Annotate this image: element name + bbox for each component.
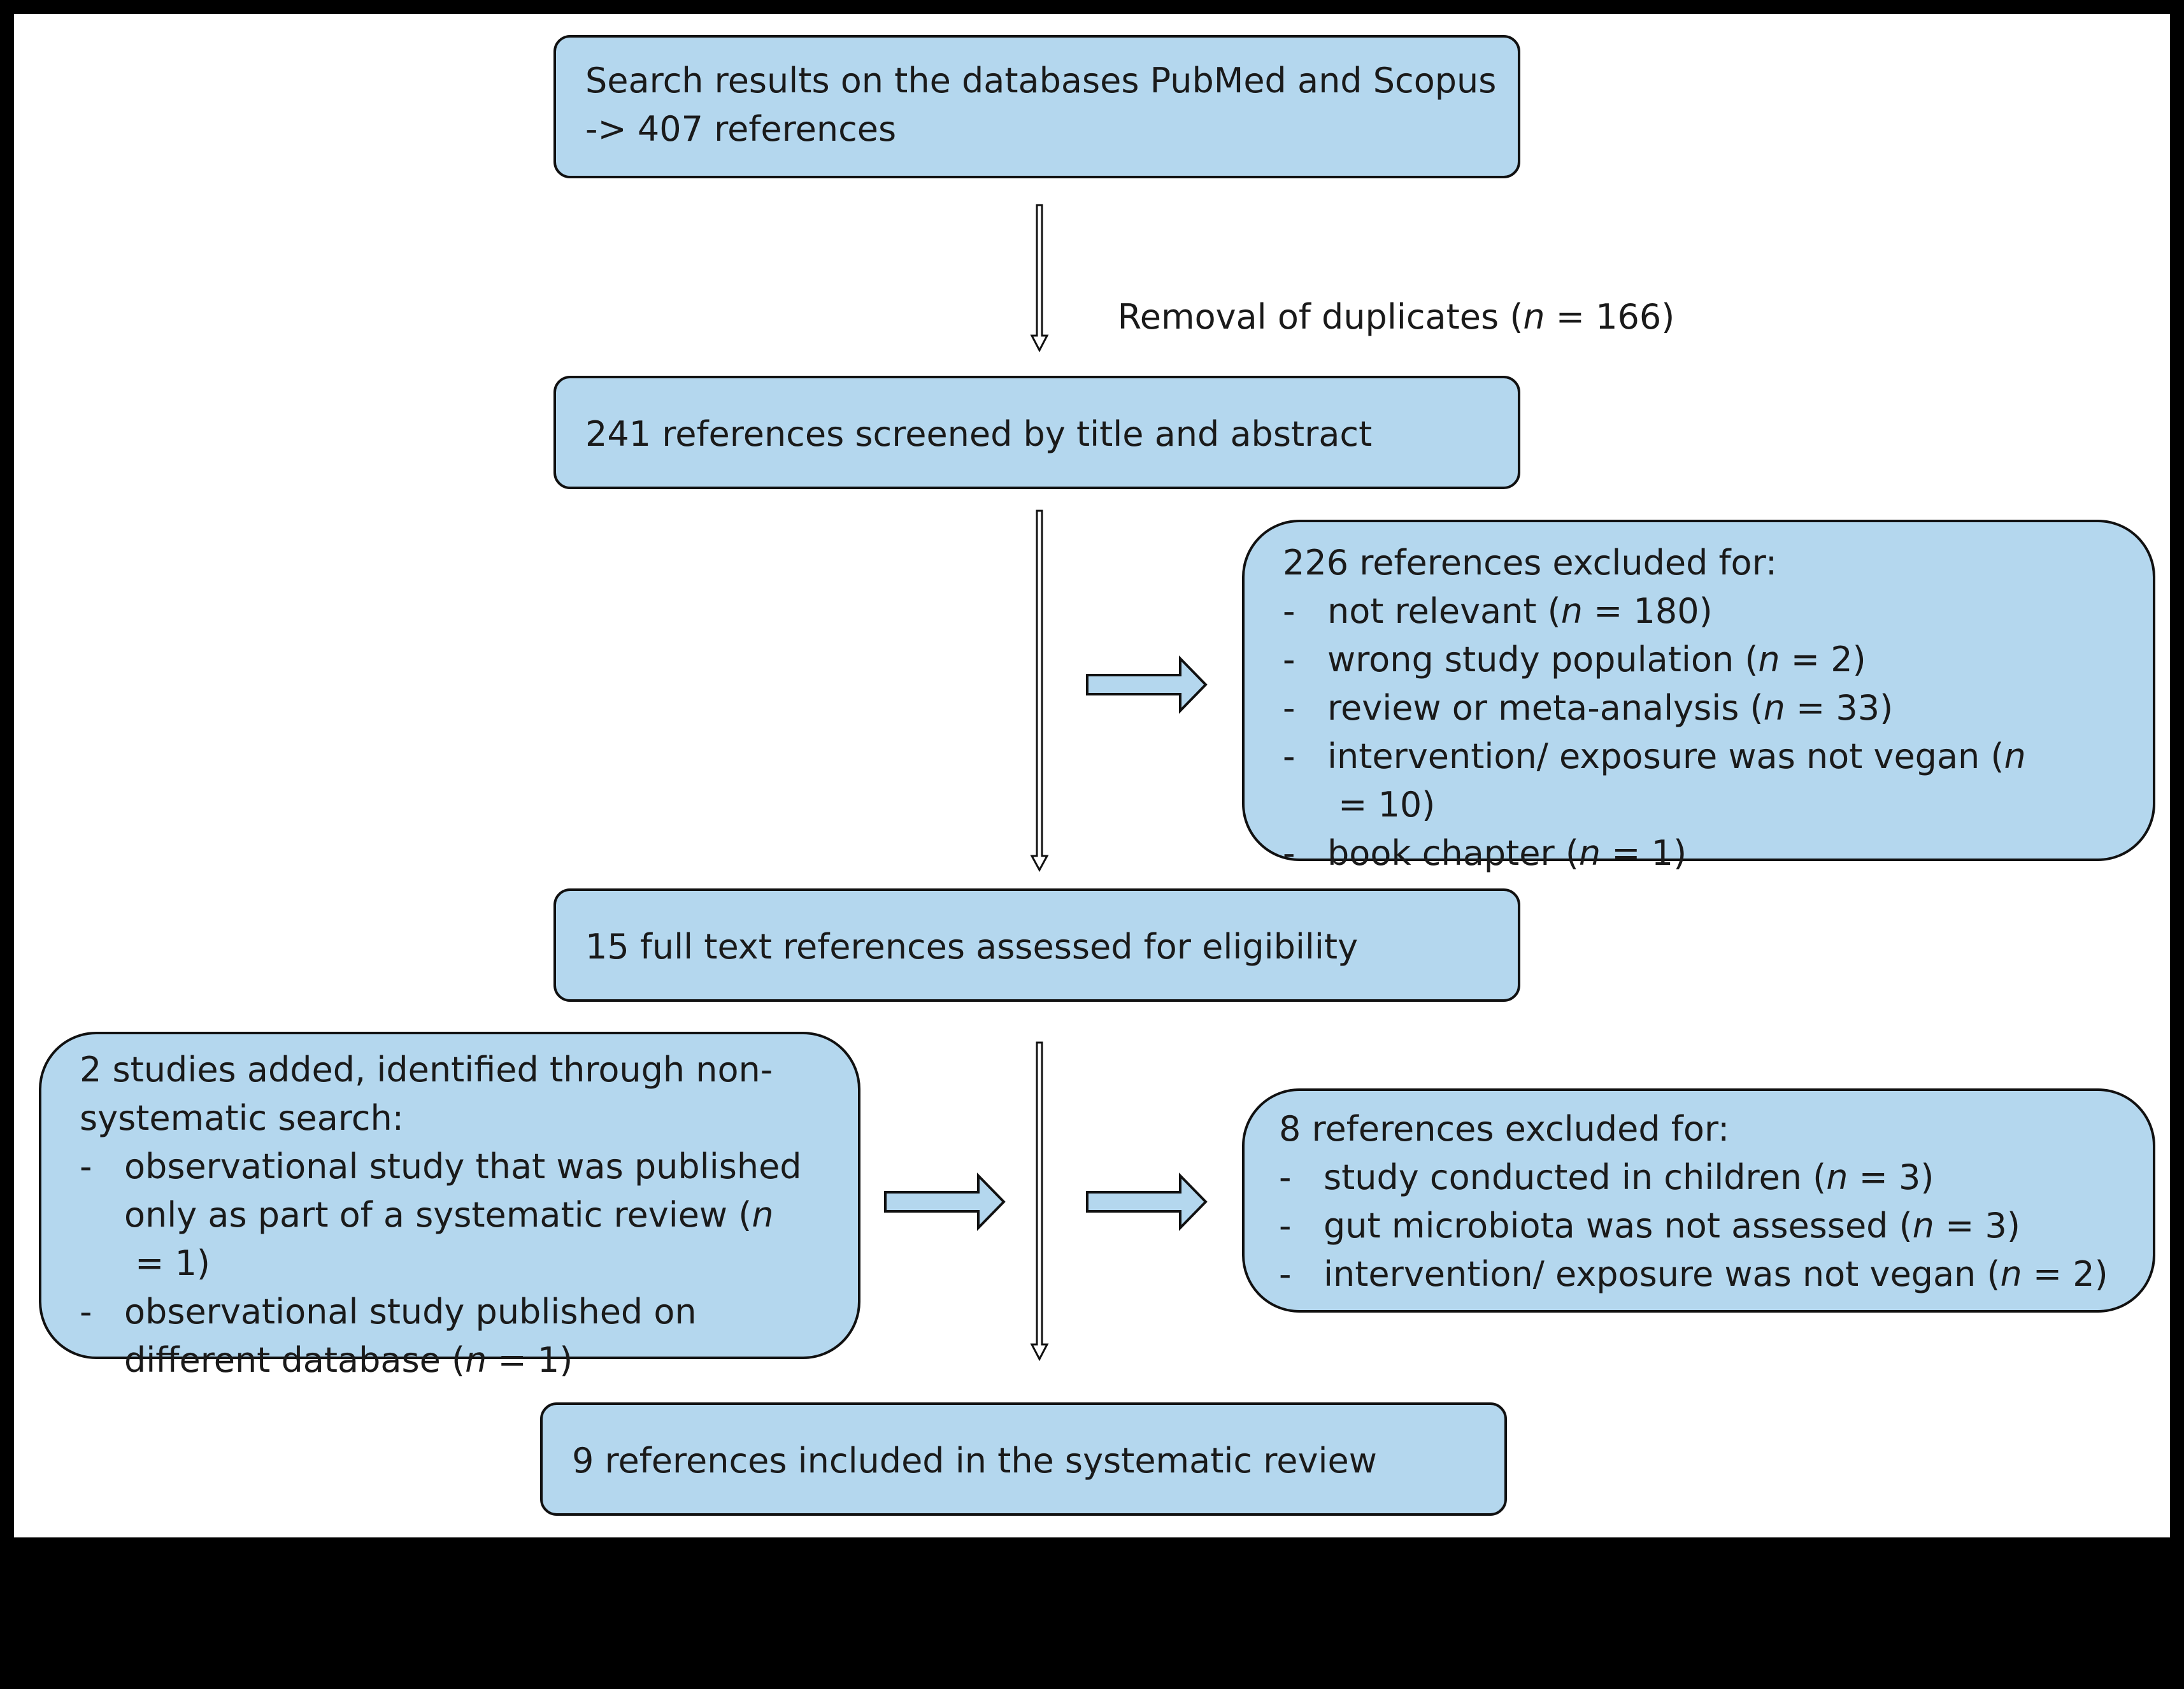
excluded-fulltext-box: 8 references excluded for: -study conduc… <box>1242 1088 2155 1313</box>
exclusion-reason: -wrong study population (n = 2) <box>1283 636 2115 684</box>
added-study-item: -observational study that was published o… <box>80 1143 820 1288</box>
n-symbol: n <box>465 1340 487 1380</box>
added-item-count: = 1) <box>487 1340 573 1380</box>
duplicates-text: Removal of duplicates ( <box>1117 297 1524 337</box>
bullet-dash: - <box>1283 833 1295 873</box>
exclusion-reason: -book chapter (n = 1) <box>1283 829 2115 878</box>
n-symbol: n <box>1560 591 1583 631</box>
bullet-dash: - <box>1279 1206 1292 1246</box>
added-item-line-2: only as part of a systematic review ( <box>124 1195 752 1235</box>
screening-box: 241 references screened by title and abs… <box>553 376 1520 489</box>
exclusion-reason: -intervention/ exposure was not vegan (n… <box>1283 732 2115 829</box>
eligibility-box: 15 full text references assessed for eli… <box>553 888 1520 1002</box>
included-text: 9 references included in the systematic … <box>572 1441 1377 1481</box>
screening-text: 241 references screened by title and abs… <box>585 414 1373 454</box>
exclusion-reason: -review or meta-analysis (n = 33) <box>1283 684 2115 732</box>
added-item-line-2: different database ( <box>124 1340 466 1380</box>
reason-count: = 2) <box>2022 1254 2108 1294</box>
reason-count: = 1) <box>1601 833 1687 873</box>
bullet-dash: - <box>1283 639 1295 680</box>
reason-count: = 10) <box>1327 785 1436 825</box>
arrow-down-screening-to-eligibility <box>1030 510 1049 873</box>
added-studies-box: 2 studies added, identified through non-… <box>39 1032 860 1380</box>
reason-count: = 180) <box>1582 591 1713 631</box>
arrow-down-eligibility-to-included <box>1030 1041 1049 1362</box>
arrow-right-to-excluded-fulltext <box>1086 1172 1208 1231</box>
added-item-line-1: observational study published on <box>124 1292 697 1332</box>
reason-label: review or meta-analysis ( <box>1327 688 1764 728</box>
included-box: 9 references included in the systematic … <box>540 1402 1507 1516</box>
excluded-screening-heading: 226 references excluded for: <box>1283 543 1778 583</box>
bullet-dash: - <box>1279 1254 1292 1294</box>
arrow-right-to-excluded-screening <box>1086 655 1208 714</box>
reason-count: = 2) <box>1780 639 1866 680</box>
exclusion-reason: -not relevant (n = 180) <box>1283 587 2115 636</box>
reason-count: = 3) <box>1934 1206 2020 1246</box>
bullet-dash: - <box>1283 591 1295 631</box>
n-symbol: n <box>752 1195 774 1235</box>
bullet-dash: - <box>80 1292 92 1332</box>
identification-line-1: Search results on the databases PubMed a… <box>585 61 1497 101</box>
bullet-dash: - <box>80 1146 92 1187</box>
n-symbol: n <box>1826 1157 1848 1197</box>
n-symbol: n <box>2000 1254 2022 1294</box>
reason-label: not relevant ( <box>1327 591 1561 631</box>
exclusion-reason: -gut microbiota was not assessed (n = 3) <box>1279 1202 2118 1250</box>
duplicates-n-symbol: n <box>1523 297 1545 337</box>
reason-count: = 3) <box>1848 1157 1934 1197</box>
excluded-fulltext-heading: 8 references excluded for: <box>1279 1109 1730 1149</box>
reason-label: gut microbiota was not assessed ( <box>1324 1206 1913 1246</box>
n-symbol: n <box>2004 736 2026 776</box>
arrow-down-identification-to-screening <box>1030 204 1049 353</box>
added-heading-line-2: systematic search: <box>80 1098 404 1138</box>
added-item-line-1: observational study that was published <box>124 1146 802 1187</box>
eligibility-text: 15 full text references assessed for eli… <box>585 927 1359 967</box>
duplicates-label: Removal of duplicates (n = 166) <box>1074 245 1675 390</box>
bullet-dash: - <box>1283 736 1295 776</box>
added-item-count: = 1) <box>124 1243 210 1283</box>
duplicates-count: = 166) <box>1545 297 1675 337</box>
n-symbol: n <box>1578 833 1601 873</box>
arrow-right-from-added-studies <box>884 1172 1006 1231</box>
added-heading-line-1: 2 studies added, identified through non- <box>80 1050 773 1090</box>
reason-label: intervention/ exposure was not vegan ( <box>1324 1254 2001 1294</box>
reason-label: intervention/ exposure was not vegan ( <box>1327 736 2004 776</box>
exclusion-reason: -intervention/ exposure was not vegan (n… <box>1279 1250 2118 1299</box>
n-symbol: n <box>1763 688 1785 728</box>
excluded-screening-box: 226 references excluded for: -not releva… <box>1242 520 2155 873</box>
added-study-item: -observational study published on differe… <box>80 1288 820 1385</box>
identification-box: Search results on the databases PubMed a… <box>553 35 1520 178</box>
n-symbol: n <box>1912 1206 1934 1246</box>
flow-diagram: Search results on the databases PubMed a… <box>14 14 2170 1537</box>
bullet-dash: - <box>1279 1157 1292 1197</box>
reason-label: book chapter ( <box>1327 833 1579 873</box>
reason-label: study conducted in children ( <box>1324 1157 1827 1197</box>
bullet-dash: - <box>1283 688 1295 728</box>
reason-count: = 33) <box>1785 688 1894 728</box>
identification-line-2: -> 407 references <box>585 109 897 149</box>
reason-label: wrong study population ( <box>1327 639 1759 680</box>
n-symbol: n <box>1758 639 1780 680</box>
exclusion-reason: -study conducted in children (n = 3) <box>1279 1153 2118 1202</box>
